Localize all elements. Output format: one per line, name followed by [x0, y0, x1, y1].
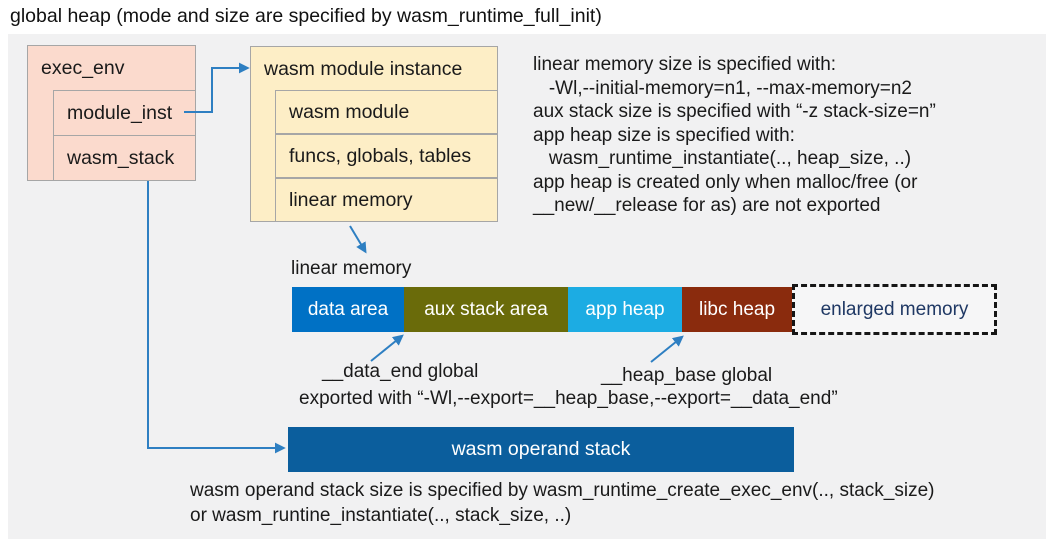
segment-label: enlarged memory: [820, 298, 969, 320]
module-instance-header: wasm module instance: [264, 57, 463, 80]
segment-label: app heap: [585, 298, 665, 320]
data-end-global-label: __data_end global: [322, 361, 479, 382]
diagram-title: global heap (mode and size are specified…: [10, 5, 602, 27]
exec-env-header: exec_env: [41, 57, 125, 79]
module-row-funcs-globals-tables: funcs, globals, tables: [275, 134, 498, 178]
note-line: linear memory size is specified with:: [533, 54, 837, 75]
segment-label: libc heap: [698, 298, 776, 320]
operand-stack-notes: wasm operand stack size is specified by …: [190, 479, 935, 528]
segment-label: aux stack area: [424, 298, 548, 320]
segment-enlarged-memory: enlarged memory: [792, 284, 997, 335]
notes-right-block: linear memory size is specified with: -W…: [533, 53, 936, 218]
note-line: wasm operand stack size is specified by …: [190, 480, 935, 501]
segment-app-heap: app heap: [568, 287, 682, 332]
note-line: aux stack size is specified with “-z sta…: [533, 101, 936, 122]
exec-env-row-wasm-stack: wasm_stack: [53, 135, 196, 181]
note-line: app heap size is specified with:: [533, 124, 795, 146]
heap-base-global-label: __heap_base global: [601, 365, 773, 386]
exec-env-row-module-inst: module_inst: [53, 90, 196, 136]
segment-label: data area: [307, 298, 389, 320]
note-line: or wasm_runtine_instantiate(.., stack_si…: [190, 504, 572, 526]
note-line: wasm_runtime_instantiate(.., heap_size, …: [533, 148, 912, 169]
segment-data-area: data area: [292, 287, 404, 332]
module-row-wasm-module: wasm module: [275, 90, 498, 134]
module-row-linear-memory: linear memory: [275, 178, 498, 222]
operand-stack-label: wasm operand stack: [451, 438, 631, 460]
segment-aux-stack-area: aux stack area: [404, 287, 568, 332]
note-line: -Wl,--initial-memory=n1, --max-memory=n2: [533, 77, 912, 99]
wasm-operand-stack-bar: wasm operand stack: [288, 427, 794, 472]
segment-libc-heap: libc heap: [682, 287, 792, 332]
note-line: __new/__release for as) are not exported: [533, 195, 881, 216]
note-line: app heap is created only when malloc/fre…: [533, 171, 918, 193]
export-flags-label: exported with “-Wl,--export=__heap_base,…: [299, 388, 838, 409]
linear-memory-label: linear memory: [291, 258, 412, 279]
